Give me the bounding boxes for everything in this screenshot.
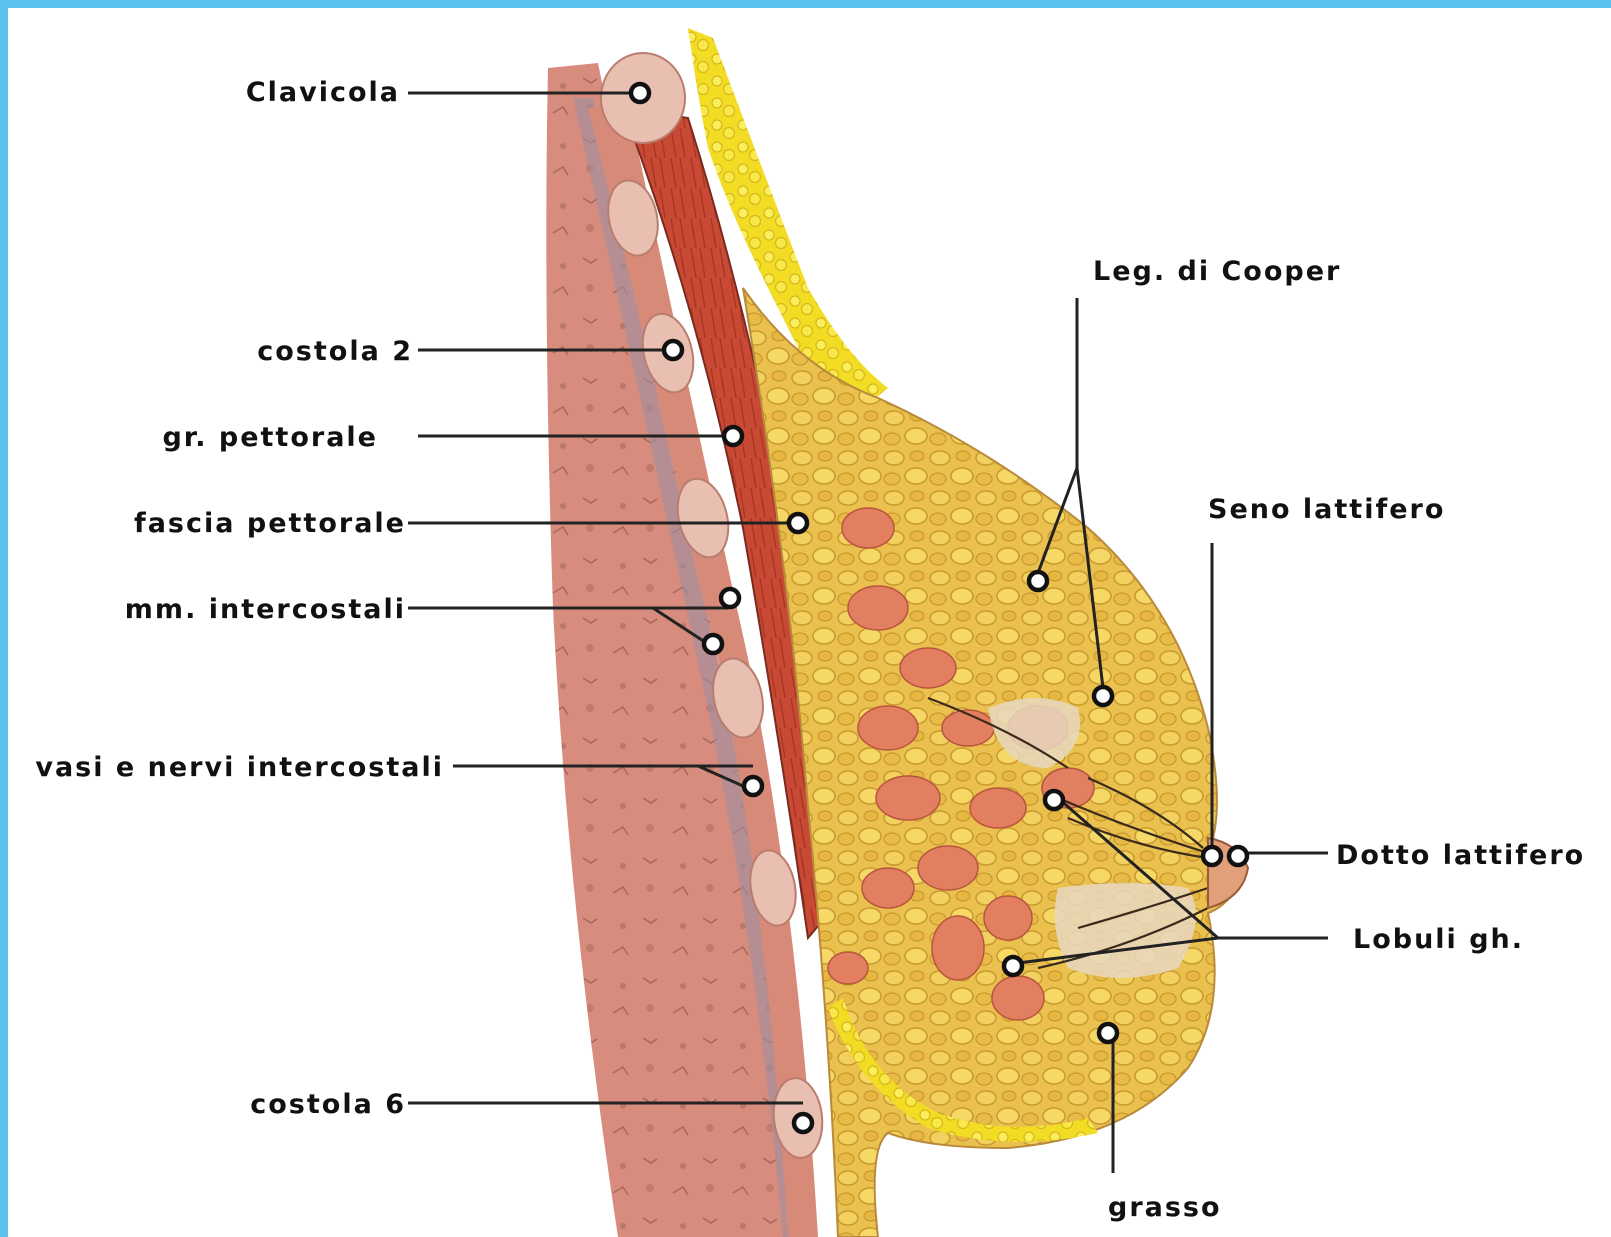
label-costola-6: costola 6 [250,1089,406,1120]
marker-fascia-pettorale [789,514,807,532]
marker-leg-cooper-1 [1029,572,1047,590]
label-vasi-nervi: vasi e nervi intercostali [35,752,444,783]
marker-mm-intercostali-2 [704,635,722,653]
marker-dotto-lattifero [1229,847,1247,865]
marker-mm-intercostali-1 [721,589,739,607]
marker-vasi-nervi [744,777,762,795]
marker-costola-2 [664,341,682,359]
marker-seno-lattifero [1203,847,1221,865]
label-lobuli: Lobuli gh. [1353,924,1524,955]
marker-costola-6 [794,1114,812,1132]
label-mm-intercostali: mm. intercostali [125,594,406,625]
marker-grasso [1099,1024,1117,1042]
label-fascia-pettorale: fascia pettorale [134,508,406,539]
label-dotto-lattifero: Dotto lattifero [1336,840,1585,871]
diagram-frame: Clavicola costola 2 gr. pettorale fascia… [8,8,1611,1237]
label-clavicola: Clavicola [246,77,400,108]
marker-gr-pettorale [724,427,742,445]
marker-clavicola [631,84,649,102]
marker-lobuli-1 [1045,791,1063,809]
label-costola-2: costola 2 [257,336,413,367]
label-seno-lattifero: Seno lattifero [1208,494,1445,525]
marker-lobuli-2 [1004,957,1022,975]
breast-anatomy-diagram: Clavicola costola 2 gr. pettorale fascia… [8,8,1611,1237]
label-grasso: grasso [1108,1192,1222,1223]
marker-leg-cooper-2 [1094,687,1112,705]
breast-tissue [743,288,1239,1237]
label-leg-cooper: Leg. di Cooper [1093,256,1341,287]
label-gr-pettorale: gr. pettorale [162,422,378,453]
